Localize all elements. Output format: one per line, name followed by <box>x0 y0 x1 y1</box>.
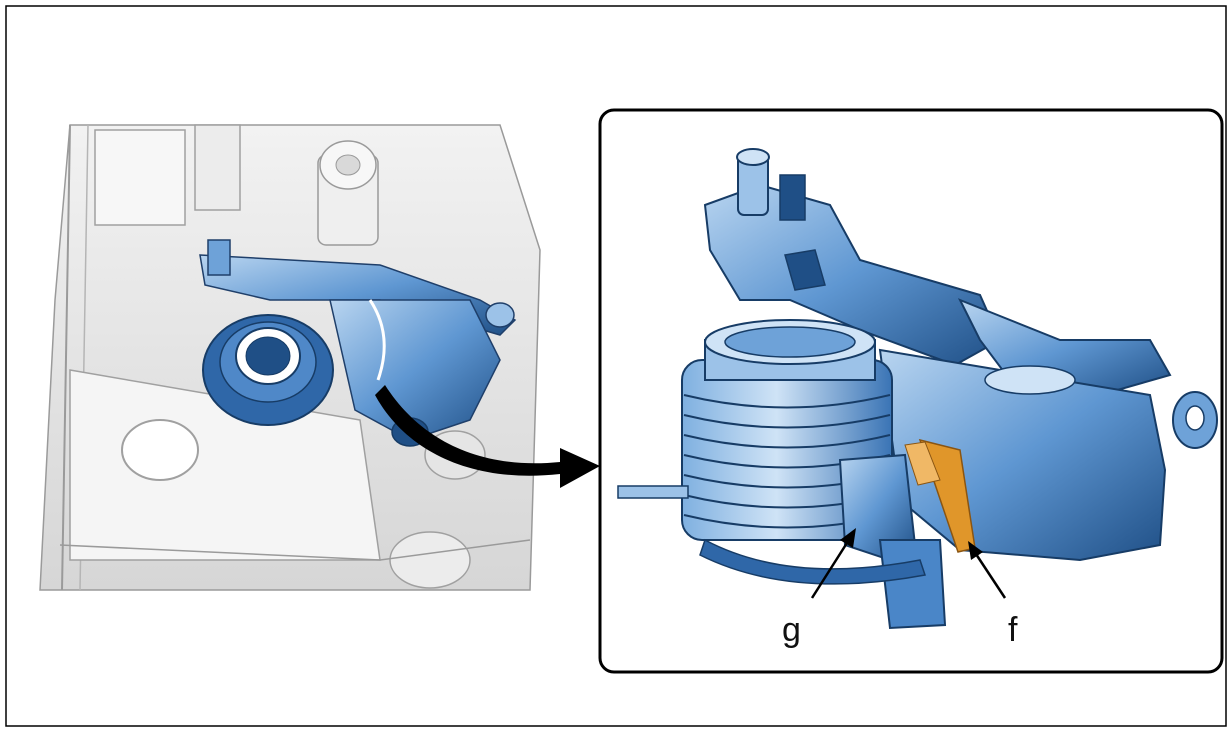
coil-small-core <box>245 336 291 376</box>
base-arc <box>699 538 926 585</box>
lower-foot <box>878 539 947 630</box>
housing-tray-hole-1 <box>121 419 199 481</box>
housing-tray-hole-3 <box>389 531 471 589</box>
switch-assembly-detail <box>617 148 1218 630</box>
coil-top-inner <box>724 326 856 358</box>
lever-tab <box>779 174 806 221</box>
spring-leg <box>617 485 689 499</box>
housing-boss-hole <box>335 154 361 176</box>
right-eyelet-hole <box>1185 405 1205 431</box>
spring-wire-small <box>368 299 386 381</box>
switch-body-small <box>329 299 501 441</box>
housing-top-recess <box>94 129 186 226</box>
housing-overview <box>39 124 541 591</box>
lever-window <box>784 249 826 291</box>
callout-label-f: f <box>1008 611 1018 649</box>
callout-label-g: g <box>782 611 801 649</box>
contact-strip-back <box>904 441 941 486</box>
lever-pin-head <box>736 148 770 166</box>
switch-post-small <box>207 239 231 276</box>
housing-top-post <box>194 124 241 211</box>
housing-rail-left <box>61 124 71 591</box>
switch-eye-small <box>485 302 515 328</box>
detail-magnify-arrow-icon <box>375 385 600 488</box>
leader-arrow-icon <box>810 528 856 599</box>
lever-arm <box>703 183 1002 367</box>
outer-border <box>5 5 1227 727</box>
housing-floor-line <box>59 539 531 561</box>
main-body-top <box>984 365 1076 395</box>
leader-arrow-icon-f <box>968 541 1007 599</box>
switch-assembly-small <box>199 239 517 447</box>
